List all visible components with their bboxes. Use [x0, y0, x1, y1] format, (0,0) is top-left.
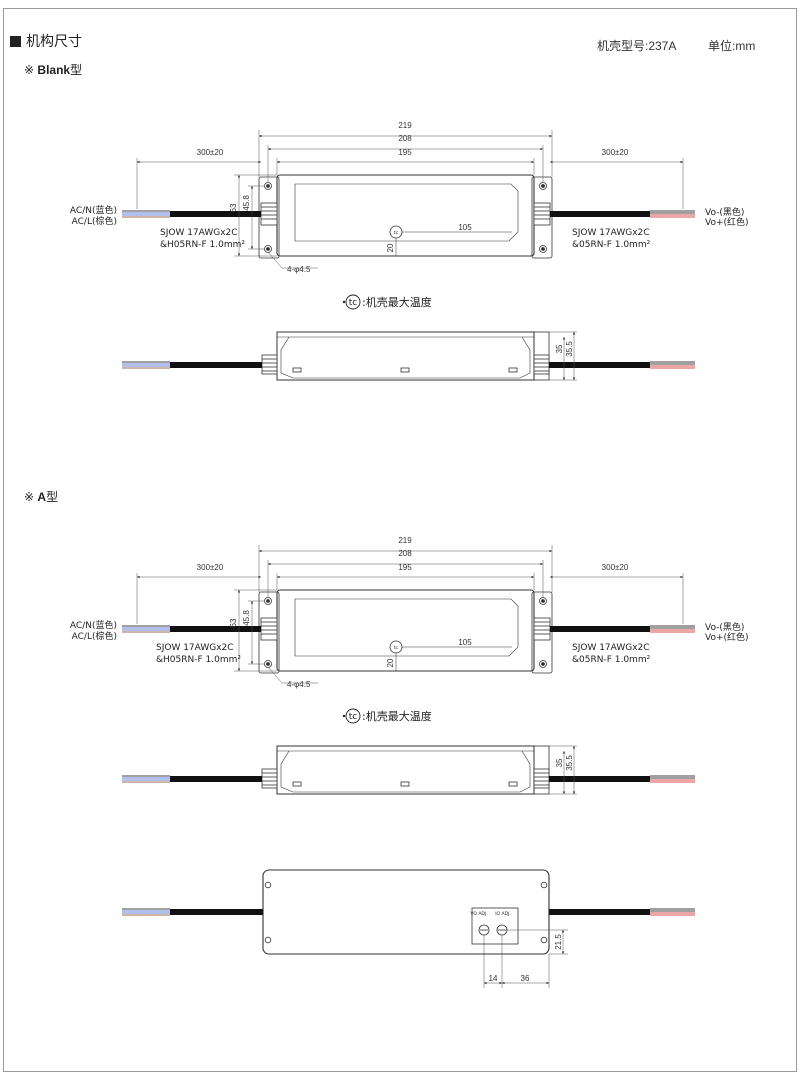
vo-pos-label: Vo+(红色) — [705, 631, 749, 643]
cable-in-spec-2: &H05RN-F 1.0mm² — [160, 240, 245, 250]
dim-hole-pitch: 45.8 — [242, 195, 251, 211]
dim-height-total: 35.5 — [565, 755, 574, 771]
section-suffix: 型 — [70, 63, 83, 77]
dim-body: 195 — [398, 148, 412, 157]
cable-in-spec-1: SJOW 17AWGx2C — [156, 643, 234, 653]
dim-width: 63 — [229, 203, 238, 212]
cable-out-spec-2: &05RN-F 1.0mm² — [572, 240, 651, 250]
cable-out-spec-1: SJOW 17AWGx2C — [572, 643, 650, 653]
vo-adj-label: VO ADJ. — [470, 911, 487, 917]
dim-tc-y: 20 — [386, 243, 395, 252]
io-adj-label: IO ADJ. — [495, 911, 511, 917]
dim-cable-out: 300±20 — [602, 563, 629, 572]
dim-cable-out: 300±20 — [602, 148, 629, 157]
dim-overall: 219 — [398, 536, 412, 545]
dim-holes: 4-φ4.5 — [287, 265, 311, 274]
tc-description: :机壳最大温度 — [362, 709, 432, 723]
dim-width: 63 — [229, 618, 238, 627]
drawing-frame — [3, 8, 797, 1072]
reference-mark-icon: ※ — [24, 490, 35, 504]
vo-pos-label: Vo+(红色) — [705, 216, 749, 228]
dim-body: 195 — [398, 563, 412, 572]
tc-symbol: tc — [349, 298, 358, 308]
ac-l-label: AC/L(棕色) — [72, 630, 117, 642]
dim-overall: 219 — [398, 121, 412, 130]
cable-in-spec-2: &H05RN-F 1.0mm² — [156, 655, 241, 665]
tc-legend-a — [342, 708, 361, 724]
tc-point-label: tc — [394, 230, 399, 236]
cable-out-spec-2: &05RN-F 1.0mm² — [572, 655, 651, 665]
dim-holes: 4-φ4.5 — [287, 680, 311, 689]
vo-neg-label: Vo-(黑色) — [705, 621, 744, 633]
section-name: A — [37, 490, 47, 504]
tc-description: :机壳最大温度 — [362, 295, 432, 309]
tc-symbol: tc — [349, 712, 358, 722]
section-a-title: ※ A型 — [24, 488, 58, 505]
dim-height: 35 — [555, 758, 564, 767]
dim-tc-x: 105 — [458, 223, 472, 232]
unit-label: 单位:mm — [708, 39, 756, 53]
dim-cable-in: 300±20 — [197, 563, 224, 572]
reference-mark-icon: ※ — [24, 63, 35, 77]
dim-mounting: 208 — [398, 549, 412, 558]
tc-point-label: tc — [394, 645, 399, 651]
tc-legend-blank — [342, 294, 361, 310]
ac-n-label: AC/N(蓝色) — [70, 619, 117, 631]
side-view-blank — [121, 331, 696, 381]
section-suffix: 型 — [46, 490, 59, 504]
case-model-label: 机壳型号:237A — [597, 39, 677, 53]
dim-hole-pitch: 45.8 — [242, 610, 251, 626]
page-title: 机构尺寸 — [10, 31, 82, 51]
section-blank-title: ※ Blank型 — [24, 61, 82, 78]
dim-mounting: 208 — [398, 134, 412, 143]
vo-neg-label: Vo-(黑色) — [705, 206, 744, 218]
ac-n-label: AC/N(蓝色) — [70, 204, 117, 216]
cable-in-spec-1: SJOW 17AWGx2C — [160, 228, 238, 238]
square-bullet-icon — [10, 36, 21, 47]
dim-adj-x1: 14 — [489, 974, 498, 983]
dim-tc-y: 20 — [386, 658, 395, 667]
dim-height: 35 — [555, 344, 564, 353]
dim-tc-x: 105 — [458, 638, 472, 647]
dim-cable-in: 300±20 — [197, 148, 224, 157]
side-view-a — [121, 745, 696, 795]
page-title-text: 机构尺寸 — [26, 34, 82, 50]
ac-l-label: AC/L(棕色) — [72, 215, 117, 227]
section-name: Blank — [37, 63, 71, 77]
dim-adj-x2: 36 — [521, 974, 530, 983]
dim-adj-y: 21.5 — [554, 934, 563, 950]
bottom-view-a — [122, 869, 695, 988]
cable-out-spec-1: SJOW 17AWGx2C — [572, 228, 650, 238]
dim-height-total: 35.5 — [565, 341, 574, 357]
